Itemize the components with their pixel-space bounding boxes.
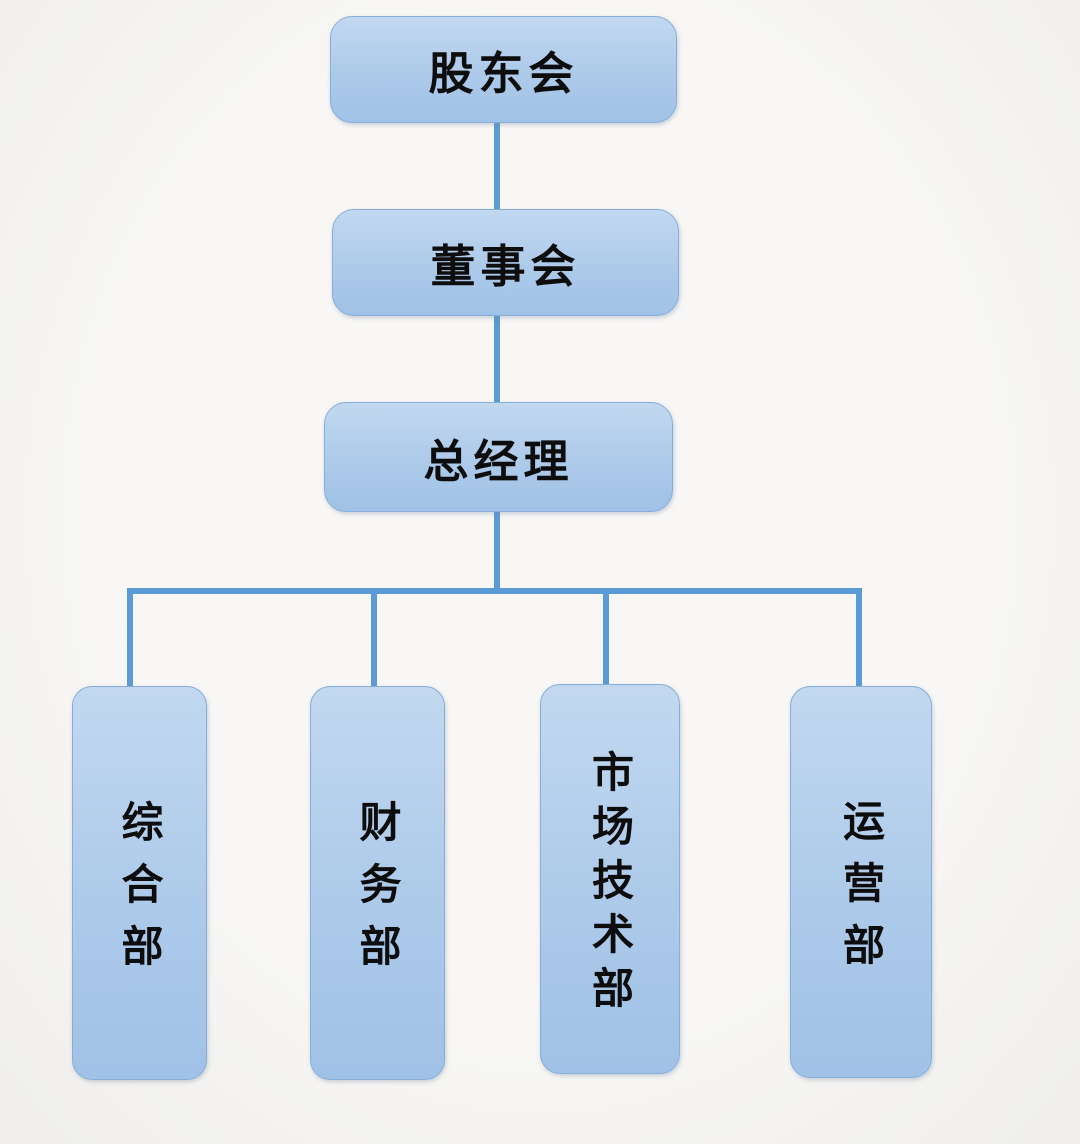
node-general-affairs-dept: 综合部 [72, 686, 207, 1080]
node-board-of-directors: 董事会 [332, 209, 679, 316]
node-shareholders-meeting: 股东会 [330, 16, 677, 123]
connector-drop-operations-dept [856, 588, 862, 688]
connector-shareholders-board [494, 120, 500, 212]
node-general-manager: 总经理 [324, 402, 673, 512]
connector-drop-finance-dept [371, 588, 377, 688]
connector-drop-general-dept [127, 588, 133, 688]
connector-horizontal-bus [127, 588, 862, 594]
connector-gm-bus [494, 508, 500, 592]
connector-drop-market-tech-dept [603, 588, 609, 688]
connector-board-gm [494, 312, 500, 404]
node-operations-dept: 运营部 [790, 686, 932, 1078]
node-finance-dept: 财务部 [310, 686, 445, 1080]
node-market-technology-dept: 市场技术部 [540, 684, 680, 1074]
